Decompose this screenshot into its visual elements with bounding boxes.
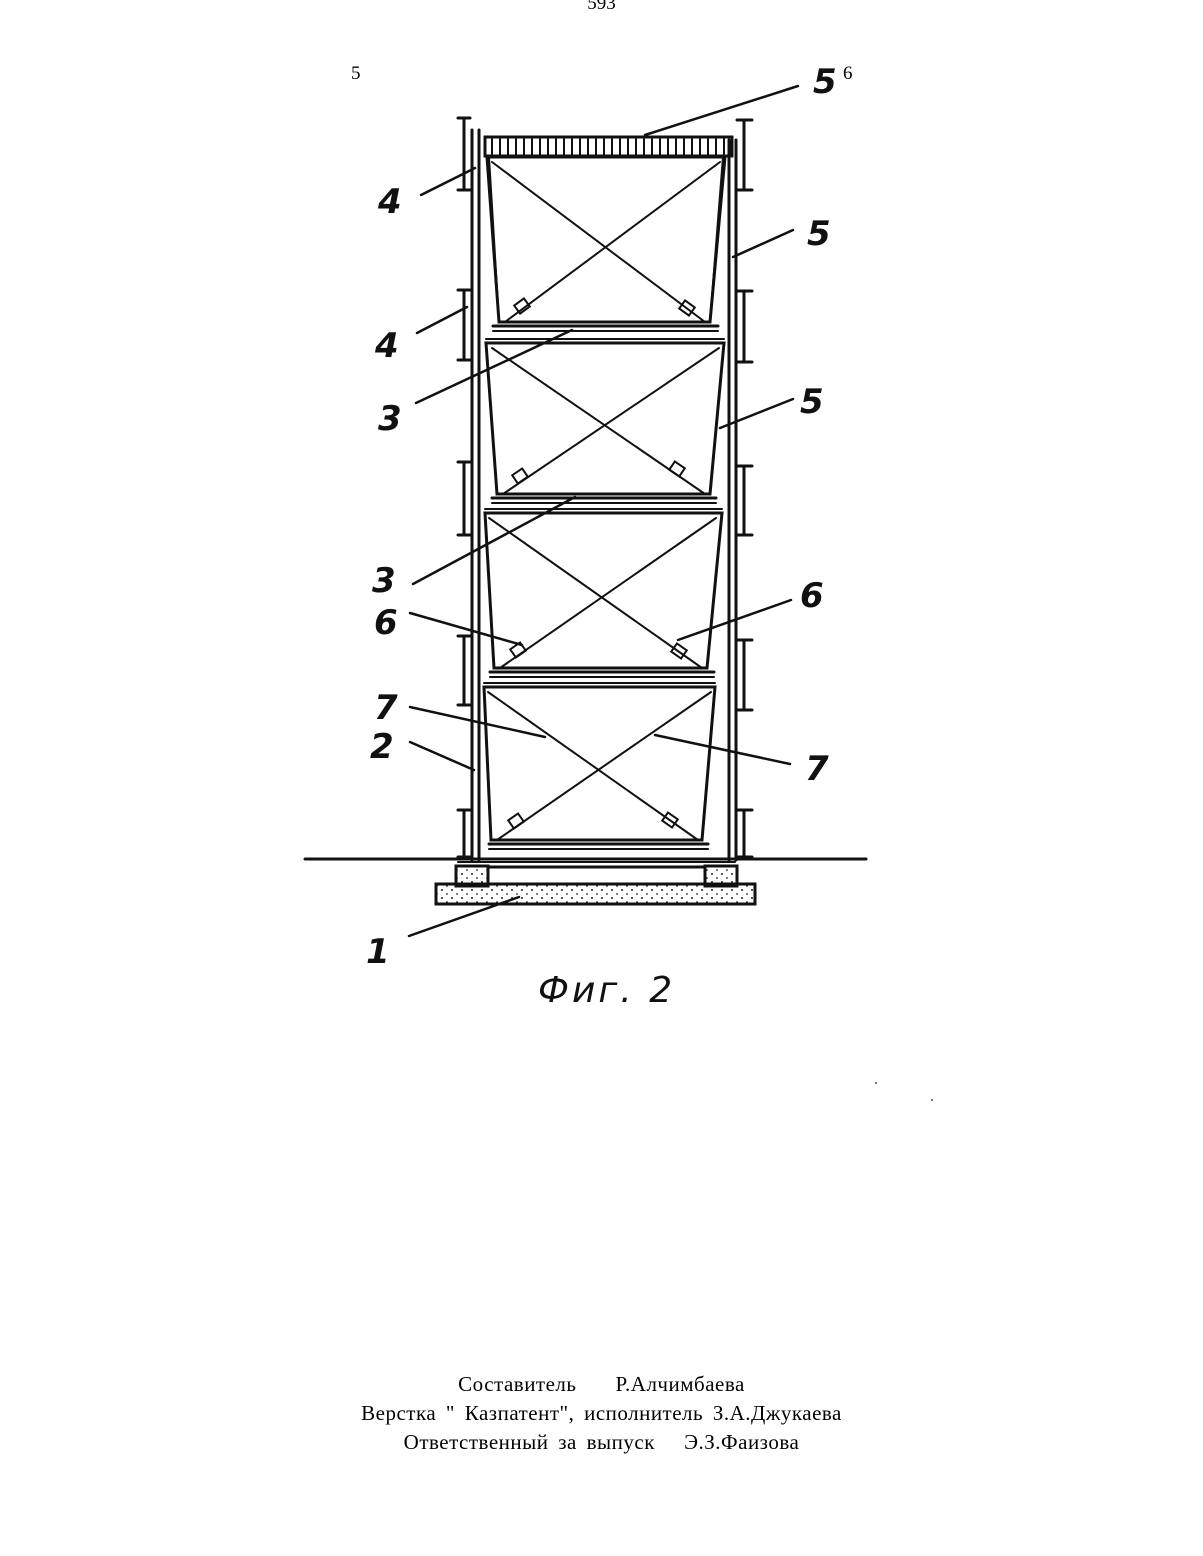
label-3-a: 3	[378, 399, 402, 439]
label-7-right: 7	[805, 749, 829, 789]
right-clamps	[737, 120, 752, 857]
label-4-b: 4	[374, 326, 399, 366]
layout-line: Верстка " Казпатент", исполнитель З.А.Дж…	[0, 1399, 1203, 1428]
label-1: 1	[366, 932, 390, 972]
label-5-c: 5	[800, 382, 824, 422]
label-6-right: 6	[800, 576, 824, 616]
roof-slab	[485, 137, 732, 156]
foundation	[436, 862, 755, 904]
responsible-line: Ответственный за выпуск Э.З.Фаизова	[0, 1428, 1203, 1457]
composer-line: Составитель Р.Алчимбаева	[0, 1370, 1203, 1399]
label-7-left: 7	[374, 688, 398, 728]
label-3-b: 3	[372, 561, 396, 601]
container-box-2	[486, 339, 724, 503]
label-4-a: 4	[377, 182, 402, 222]
label-5-top: 5	[813, 62, 837, 102]
figure-caption: Фиг. 2	[538, 970, 675, 1011]
label-5-b: 5	[807, 214, 831, 254]
label-2: 2	[370, 727, 394, 767]
label-6-left: 6	[374, 603, 398, 643]
left-clamps	[458, 118, 470, 857]
imprint-block: Составитель Р.Алчимбаева Верстка " Казпа…	[0, 1370, 1203, 1457]
container-box-3	[485, 509, 722, 677]
container-box-1	[487, 157, 725, 331]
container-box-4	[484, 683, 715, 849]
